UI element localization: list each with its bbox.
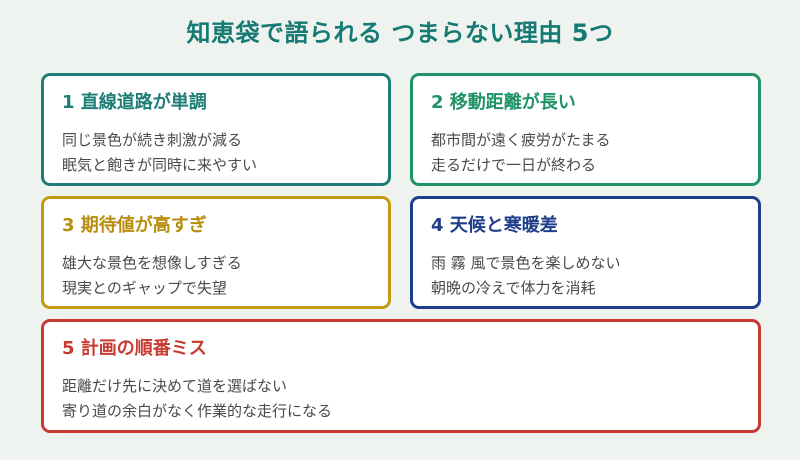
- reason-card-1: 1 直線道路が単調 同じ景色が続き刺激が減る 眠気と飽きが同時に来やすい: [41, 73, 391, 186]
- reason-line: 雨 霧 風で景色を楽しめない: [431, 254, 621, 272]
- reason-line: 寄り道の余白がなく作業的な走行になる: [62, 402, 333, 420]
- reason-card-3: 3 期待値が高すぎ 雄大な景色を想像しすぎる 現実とのギャップで失望: [41, 196, 391, 309]
- reason-line: 雄大な景色を想像しすぎる: [62, 254, 242, 272]
- reason-line: 距離だけ先に決めて道を選ばない: [62, 377, 288, 395]
- reason-heading: 4 天候と寒暖差: [431, 215, 558, 236]
- reason-heading: 1 直線道路が単調: [62, 92, 207, 113]
- reason-heading: 2 移動距離が長い: [431, 92, 576, 113]
- reason-line: 走るだけで一日が終わる: [431, 156, 597, 174]
- reason-line: 同じ景色が続き刺激が減る: [62, 131, 243, 149]
- reason-card-4: 4 天候と寒暖差 雨 霧 風で景色を楽しめない 朝晩の冷えで体力を消耗: [410, 196, 761, 309]
- reason-heading: 5 計画の順番ミス: [62, 338, 207, 359]
- page-title: 知恵袋で語られる つまらない理由 5つ: [186, 19, 614, 47]
- reason-heading: 3 期待値が高すぎ: [62, 215, 207, 236]
- reason-line: 現実とのギャップで失望: [62, 279, 227, 297]
- reason-line: 眠気と飽きが同時に来やすい: [62, 156, 258, 174]
- reason-card-5: 5 計画の順番ミス 距離だけ先に決めて道を選ばない 寄り道の余白がなく作業的な走…: [41, 319, 761, 433]
- reason-line: 朝晩の冷えで体力を消耗: [431, 279, 596, 297]
- reason-line: 都市間が遠く疲労がたまる: [431, 131, 611, 149]
- reason-card-2: 2 移動距離が長い 都市間が遠く疲労がたまる 走るだけで一日が終わる: [410, 73, 761, 186]
